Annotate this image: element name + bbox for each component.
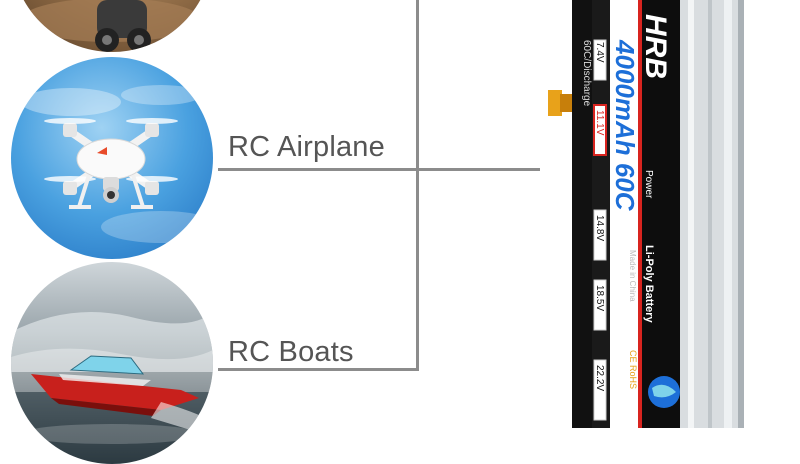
battery-voltage-2: 11.1V (594, 110, 605, 136)
battery-voltage-3: 14.8V (594, 215, 605, 241)
rc-car-photo (11, 0, 213, 52)
battery-origin-text: Made in China (628, 250, 637, 302)
battery-voltage-4: 18.5V (594, 285, 605, 311)
battery-voltage-5: 22.2V (594, 365, 605, 391)
battery-cert-text: CE RoHS (628, 350, 638, 389)
rc-drone-photo (11, 57, 213, 259)
rc-boats-label: RC Boats (228, 336, 354, 368)
rc-airplane-label: RC Airplane (228, 131, 385, 163)
battery-discharge-text: 60C/Discharge (581, 40, 592, 107)
xt-plug (548, 90, 562, 116)
battery-capacity-text: 4000mAh 60C (610, 39, 640, 212)
battery-type-text: Li-Poly Battery (643, 245, 655, 324)
connector-boats-line (218, 368, 419, 371)
battery-brand-sub: Power (643, 170, 654, 199)
connector-vertical-line (416, 0, 419, 371)
battery-voltage-1: 7.4V (594, 42, 605, 63)
rc-boat-photo (11, 262, 213, 464)
battery-brand-text: HRB (639, 14, 672, 79)
connector-airplane-line (218, 168, 540, 171)
lipo-battery: 60C/Discharge 7.4V 11.1V 14.8V 18.5V 22.… (548, 0, 800, 428)
